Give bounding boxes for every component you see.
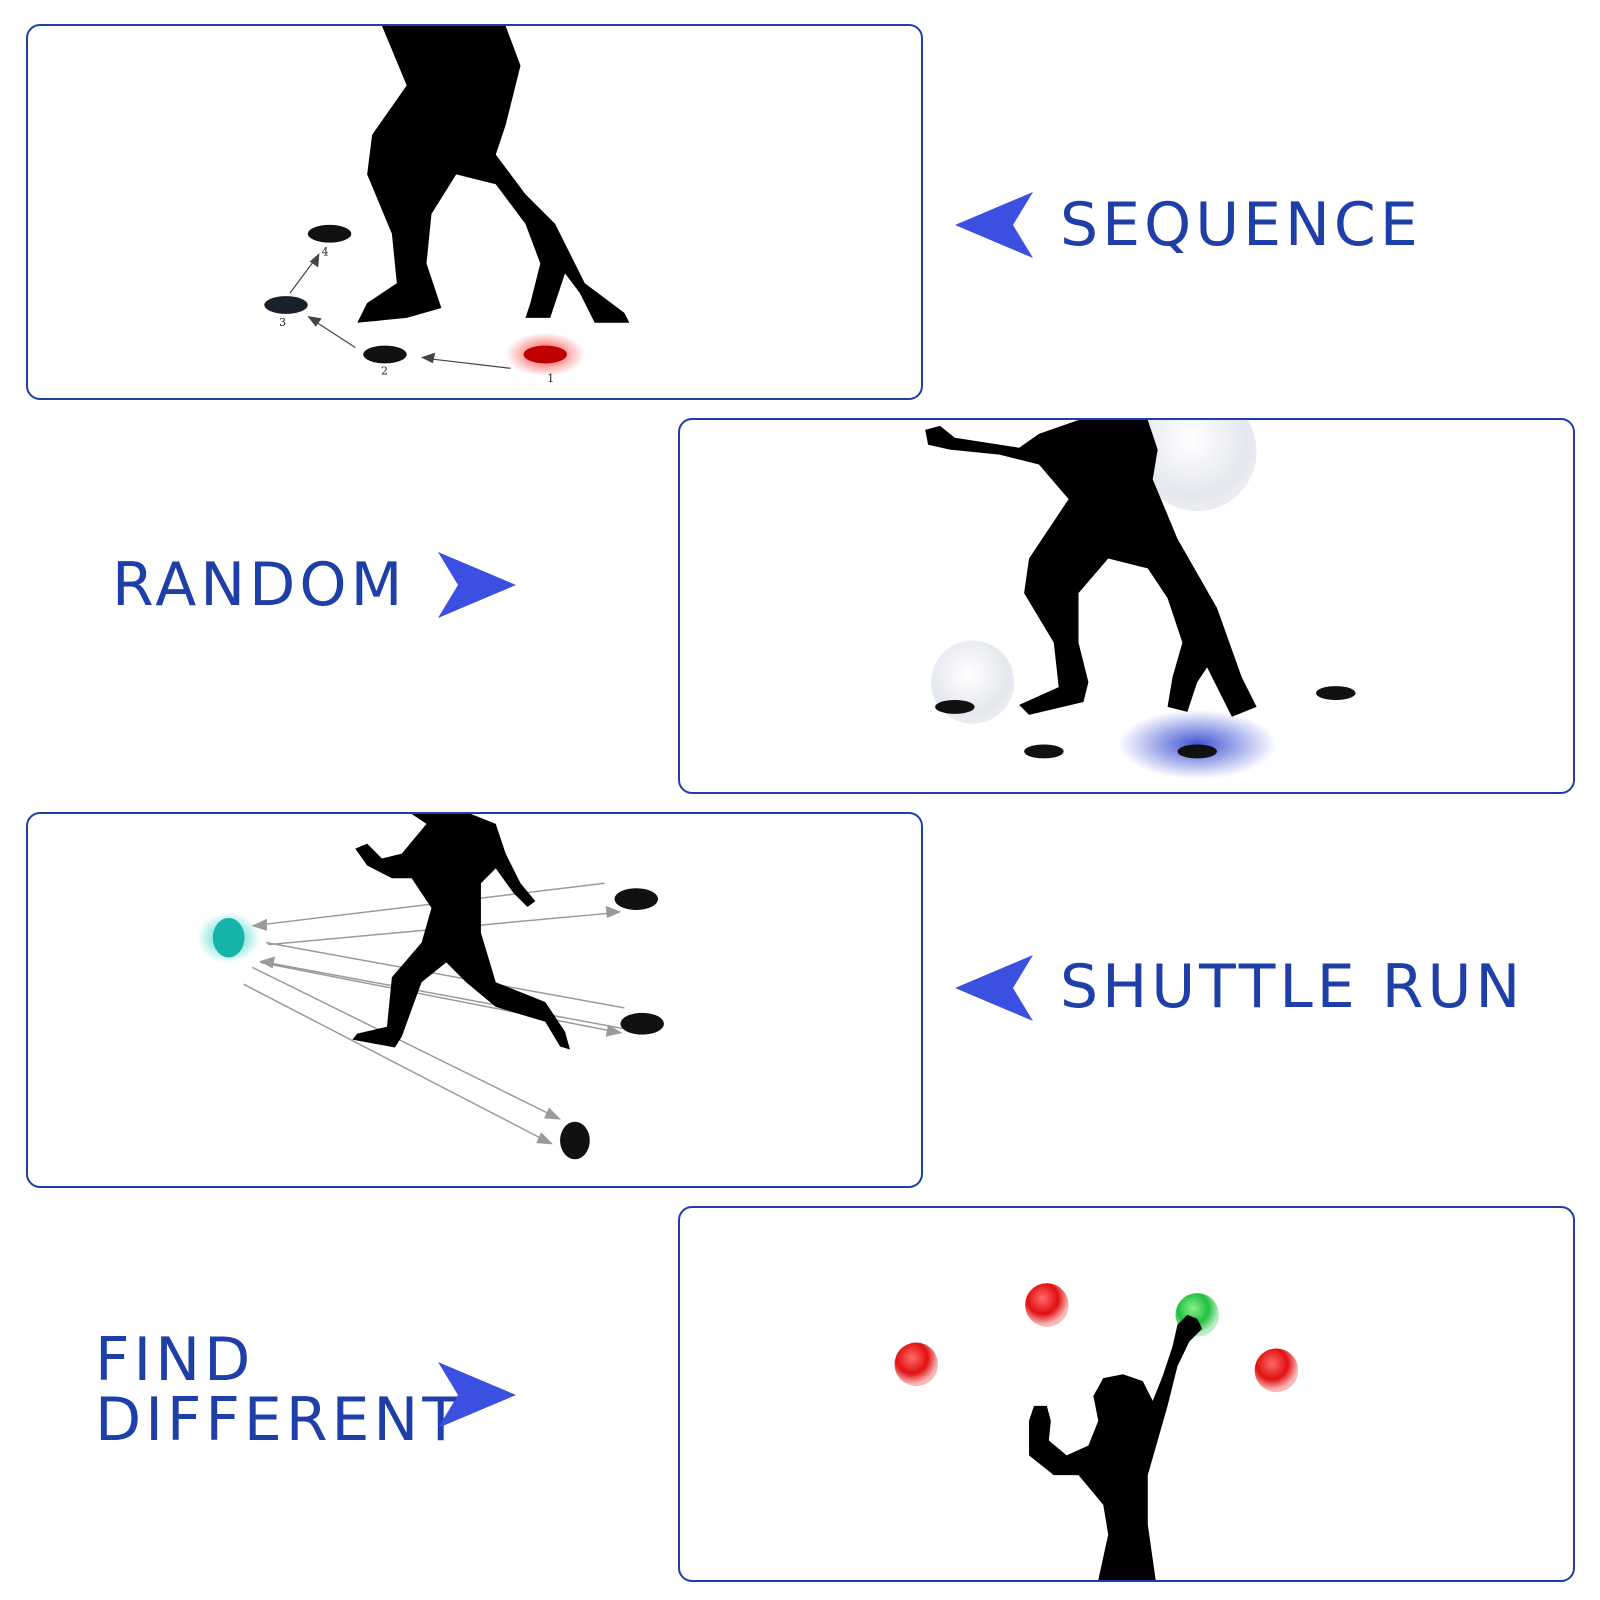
athlete-silhouette (925, 420, 1257, 717)
seq-number-4: 4 (322, 246, 329, 259)
shuttle-run-label: SHUTTLE RUN (1060, 952, 1525, 1022)
disc-2 (363, 345, 407, 364)
disc (1024, 744, 1064, 759)
disc-3 (264, 296, 308, 314)
shuttle-run-panel (26, 812, 923, 1188)
find-different-line1: FIND (95, 1325, 255, 1395)
sequence-illustration: 1 2 3 4 (264, 26, 630, 385)
white-ball-top (1137, 420, 1257, 512)
random-label: RANDOM (112, 550, 407, 620)
random-illustration (925, 420, 1356, 780)
disc (620, 1012, 664, 1035)
find-different-line2: DIFFERENT (95, 1385, 463, 1455)
disc-lit-blue (1177, 744, 1218, 759)
disc (1315, 686, 1356, 700)
left-pointing-arrow-icon (955, 190, 1035, 260)
running-athlete-silhouette (352, 814, 570, 1050)
disc (614, 888, 659, 910)
right-pointing-arrow-icon (436, 1360, 516, 1430)
find-different-label: FIND DIFFERENT (95, 1330, 463, 1450)
seq-number-2: 2 (381, 364, 388, 377)
find-different-panel (678, 1206, 1575, 1582)
disc (935, 699, 975, 714)
reaching-athlete-silhouette (1029, 1314, 1203, 1580)
find-different-illustration (894, 1283, 1299, 1580)
right-pointing-arrow-icon (436, 550, 516, 620)
left-pointing-arrow-icon (955, 953, 1035, 1023)
disc-4 (307, 224, 352, 243)
red-ball (1025, 1283, 1069, 1327)
sequence-panel: 1 2 3 4 (26, 24, 923, 400)
disc-lit-cyan (212, 917, 245, 958)
red-ball (1254, 1348, 1299, 1393)
shuttle-run-illustration (196, 814, 664, 1160)
seq-number-3: 3 (279, 316, 286, 329)
sequence-arrows (289, 253, 511, 369)
disc (560, 1121, 590, 1160)
athlete-silhouette (357, 26, 630, 323)
blue-glow-icon (1118, 709, 1277, 780)
red-ball (894, 1342, 939, 1387)
seq-number-1: 1 (547, 372, 554, 385)
disc-1-lit (523, 345, 568, 364)
sequence-label: SEQUENCE (1060, 190, 1422, 260)
random-panel (678, 418, 1575, 794)
